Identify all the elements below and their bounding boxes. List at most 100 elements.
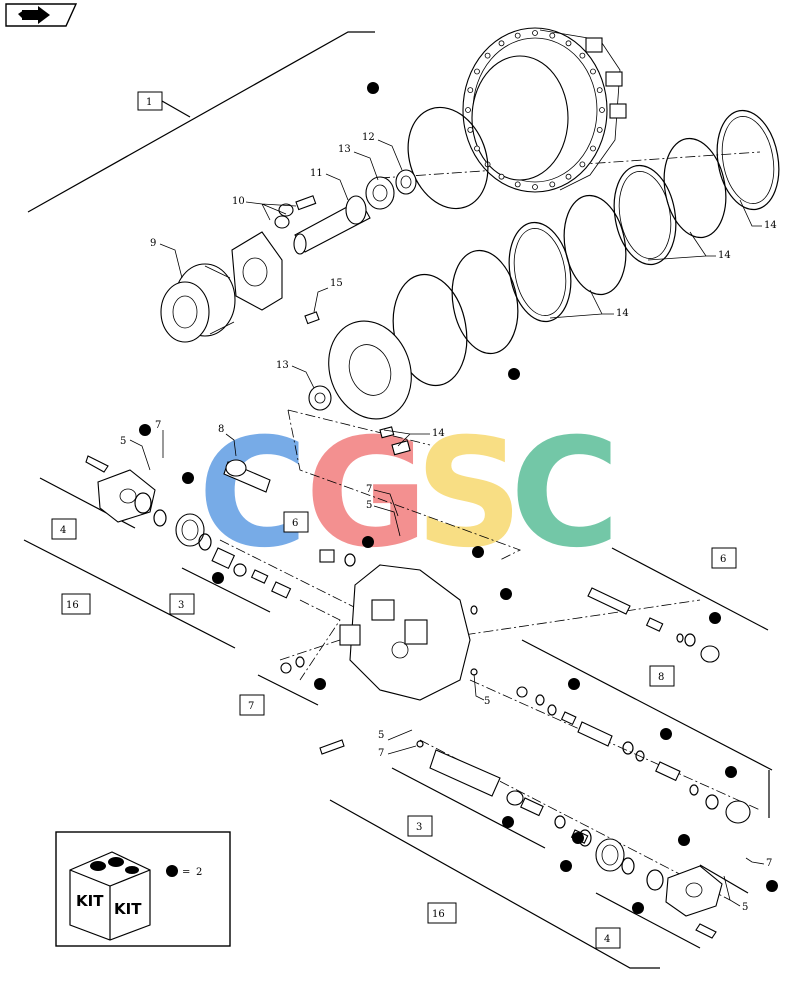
callout-16-left[interactable]: 16 bbox=[61, 593, 91, 615]
kit-label-b: KIT bbox=[114, 900, 142, 918]
svg-text:12: 12 bbox=[362, 132, 375, 143]
svg-text:7: 7 bbox=[766, 858, 772, 869]
svg-text:5: 5 bbox=[378, 730, 384, 741]
svg-text:5: 5 bbox=[120, 436, 126, 447]
housing-bolt-holes bbox=[465, 30, 605, 190]
pin-15 bbox=[304, 311, 320, 325]
bolt-hole bbox=[532, 30, 538, 36]
callout-4-left[interactable]: 4 bbox=[51, 518, 77, 540]
bolt-hole bbox=[590, 68, 596, 75]
kit-legend-value: 2 bbox=[196, 867, 202, 878]
callout-6-center[interactable]: 6 bbox=[283, 511, 309, 533]
callout-1[interactable]: 1 bbox=[137, 91, 163, 111]
svg-text:14: 14 bbox=[718, 250, 731, 261]
svg-text:9: 9 bbox=[150, 238, 156, 249]
svg-text:15: 15 bbox=[330, 278, 343, 289]
bolt-hole bbox=[514, 181, 521, 188]
spool-8 bbox=[223, 459, 271, 493]
bolts-misc bbox=[280, 605, 478, 755]
callout-6-right[interactable]: 6 bbox=[711, 547, 737, 569]
bolt-hole bbox=[498, 173, 505, 180]
svg-text:13: 13 bbox=[276, 360, 289, 371]
disc-pack bbox=[392, 109, 780, 387]
part-labels: 9 10 11 13 12 15 13 14 8 5 7 7 5 5 5 7 1… bbox=[120, 132, 777, 913]
svg-text:8: 8 bbox=[218, 424, 224, 435]
bolt-hole bbox=[596, 87, 603, 93]
bolt-hole bbox=[474, 68, 480, 75]
callout-3-lower[interactable]: 3 bbox=[407, 815, 433, 837]
svg-text:5: 5 bbox=[366, 500, 372, 511]
flange-right bbox=[665, 865, 723, 939]
svg-text:5: 5 bbox=[484, 696, 490, 707]
callout-4-lower[interactable]: 4 bbox=[595, 927, 621, 949]
flange-left bbox=[85, 455, 156, 523]
left-seal-rings bbox=[134, 492, 292, 599]
kit-label-a: KIT bbox=[76, 892, 104, 910]
nav-next-button[interactable] bbox=[5, 3, 78, 27]
bolt-hole bbox=[579, 52, 586, 59]
watermark-letter-c2: C bbox=[510, 407, 620, 581]
o-ring-large-upper bbox=[407, 106, 489, 210]
pins-10 bbox=[274, 195, 317, 229]
callout-7-left[interactable]: 7 bbox=[239, 694, 265, 716]
lower-spool-3 bbox=[429, 749, 664, 891]
kit-box-icon: KIT KIT bbox=[69, 851, 151, 941]
bolt-hole bbox=[549, 32, 556, 39]
svg-text:14: 14 bbox=[432, 428, 445, 439]
svg-text:5: 5 bbox=[742, 902, 748, 913]
kit-legend-equals: = bbox=[182, 867, 190, 878]
washer-13-lower bbox=[308, 385, 332, 411]
svg-text:4: 4 bbox=[604, 934, 610, 945]
svg-text:6: 6 bbox=[292, 518, 298, 529]
arrow-right-icon bbox=[18, 6, 50, 24]
svg-text:16: 16 bbox=[66, 600, 79, 611]
bolt-hole bbox=[565, 40, 572, 47]
springs-14 bbox=[379, 426, 411, 456]
svg-text:8: 8 bbox=[658, 672, 664, 683]
watermark-letter-s: S bbox=[415, 407, 523, 581]
bolt-hole bbox=[549, 181, 556, 188]
fitting-6-left bbox=[319, 549, 356, 567]
bearing-12 bbox=[395, 169, 417, 195]
planetary-housing bbox=[462, 27, 627, 193]
bolt-hole bbox=[514, 32, 521, 39]
svg-text:7: 7 bbox=[366, 484, 372, 495]
svg-text:7: 7 bbox=[155, 420, 161, 431]
svg-text:3: 3 bbox=[416, 822, 422, 833]
svg-text:13: 13 bbox=[338, 144, 351, 155]
svg-text:11: 11 bbox=[310, 168, 323, 179]
bolt-hole bbox=[467, 87, 474, 93]
svg-text:6: 6 bbox=[720, 554, 726, 565]
bolt-hole bbox=[565, 173, 572, 180]
bolt-hole bbox=[498, 40, 505, 47]
bracket-lines bbox=[23, 31, 773, 969]
planet-carrier bbox=[231, 231, 283, 311]
svg-text:4: 4 bbox=[60, 525, 66, 536]
bolt-hole bbox=[532, 184, 538, 190]
bolt-hole bbox=[596, 126, 603, 133]
svg-text:16: 16 bbox=[432, 909, 445, 920]
callout-8-right[interactable]: 8 bbox=[649, 665, 675, 687]
svg-text:10: 10 bbox=[232, 196, 245, 207]
kit-dot-icon bbox=[166, 865, 178, 877]
bolt-hole bbox=[465, 107, 471, 113]
bolt-hole bbox=[484, 52, 491, 59]
callout-16-lower[interactable]: 16 bbox=[427, 902, 457, 924]
callout-3-left[interactable]: 3 bbox=[169, 593, 195, 615]
right-spool-8 bbox=[516, 686, 751, 824]
kit-markers bbox=[139, 82, 778, 914]
valve-block bbox=[339, 564, 471, 701]
svg-text:7: 7 bbox=[378, 748, 384, 759]
svg-text:7: 7 bbox=[248, 701, 254, 712]
bolt-hole bbox=[599, 107, 605, 113]
watermark: C G S C bbox=[198, 407, 620, 581]
sun-gear-9 bbox=[160, 263, 236, 343]
svg-text:14: 14 bbox=[616, 308, 629, 319]
svg-text:1: 1 bbox=[146, 97, 152, 108]
brake-piston bbox=[328, 320, 412, 420]
bolt-hole bbox=[579, 161, 586, 168]
bolt-hole bbox=[590, 145, 596, 152]
kit-legend: KIT KIT = 2 bbox=[55, 831, 231, 947]
right-spool-6 bbox=[587, 587, 720, 663]
